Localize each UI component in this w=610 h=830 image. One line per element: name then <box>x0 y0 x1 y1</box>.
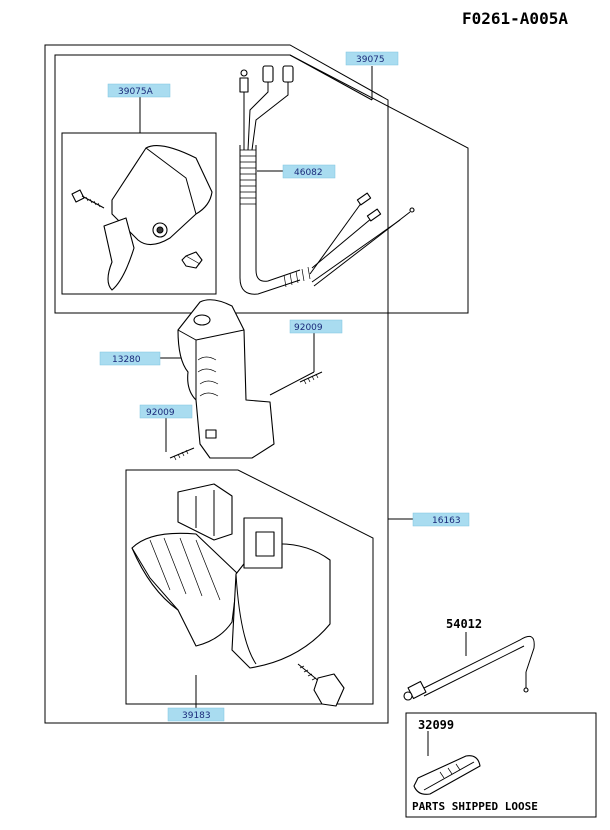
subassembly-frame-39075 <box>54 54 469 314</box>
svg-text:16163: 16163 <box>432 516 461 526</box>
label-39183: 39183 <box>167 707 225 722</box>
svg-text:46082: 46082 <box>294 168 323 178</box>
label-39075A: 39075A <box>107 83 171 98</box>
label-16163: 16163 <box>412 512 470 527</box>
throttle-lever-housing <box>71 145 213 291</box>
parts-shipped-loose-note: PARTS SHIPPED LOOSE <box>412 800 538 813</box>
throttle-cable <box>403 635 535 701</box>
label-92009-upper: 92009 <box>289 319 343 334</box>
loose-part-clip <box>413 755 481 795</box>
svg-text:39075: 39075 <box>356 55 385 65</box>
label-13280: 13280 <box>99 351 161 366</box>
label-92009-lower: 92009 <box>139 404 193 419</box>
svg-text:39075A: 39075A <box>118 87 154 97</box>
part-number-32099: 32099 <box>418 718 454 732</box>
throttle-wire-harness <box>239 65 415 295</box>
leader-lines <box>139 54 467 756</box>
diagram-code: F0261-A005A <box>462 9 568 28</box>
loose-parts-frame <box>405 712 597 818</box>
assembly-frame-16163 <box>44 44 389 724</box>
part-number-54012: 54012 <box>446 617 482 631</box>
handle-holder-clamp <box>131 483 345 707</box>
svg-text:92009: 92009 <box>294 323 323 333</box>
svg-text:92009: 92009 <box>146 408 175 418</box>
svg-text:13280: 13280 <box>112 355 141 365</box>
label-39075: 39075 <box>345 51 399 66</box>
svg-text:39183: 39183 <box>182 711 211 721</box>
handle-body <box>169 299 323 461</box>
label-46082: 46082 <box>282 164 336 179</box>
subassembly-frame-39075A <box>61 132 217 295</box>
subassembly-frame-39183 <box>125 469 374 705</box>
